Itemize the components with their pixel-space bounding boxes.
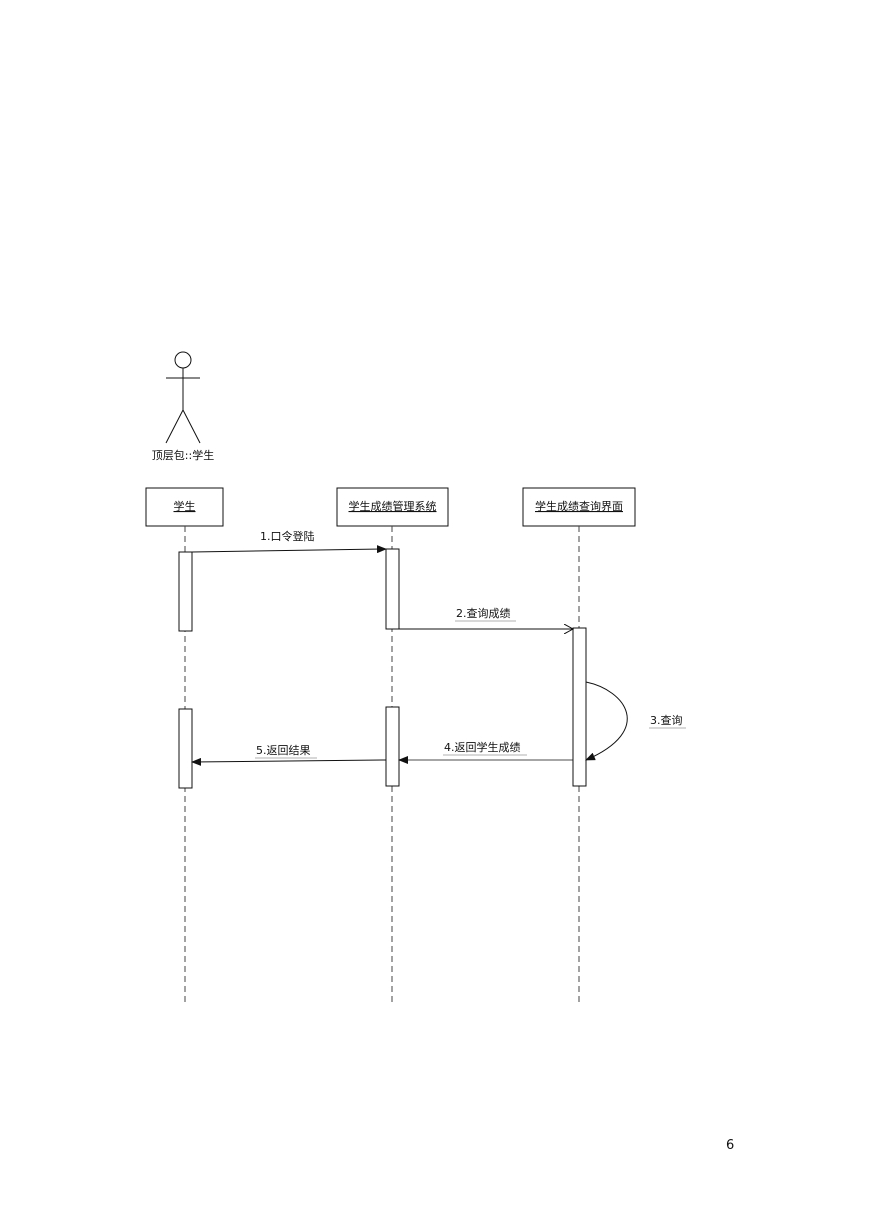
message-arrow-1 — [191, 545, 387, 554]
activation-system-1 — [385, 548, 400, 630]
actor-figure — [165, 351, 201, 444]
activation-student-2 — [178, 708, 193, 789]
object-label-system: 学生成绩管理系统 — [349, 499, 437, 513]
object-box-system — [336, 487, 449, 527]
message-label-4: 4.返回学生成绩 — [444, 740, 521, 754]
message-label-5: 5.返回结果 — [256, 744, 311, 757]
object-box-ui — [522, 487, 636, 527]
actor-label: 顶层包::学生 — [152, 448, 214, 462]
activation-system-2 — [385, 706, 400, 787]
object-label-student: 学生 — [174, 499, 196, 513]
message-arrow-3 — [585, 681, 628, 761]
activation-ui-1 — [572, 627, 587, 787]
object-label-ui: 学生成绩查询界面 — [535, 499, 623, 513]
message-label-1: 1.口令登陆 — [260, 529, 315, 543]
page-number: 6 — [726, 1138, 735, 1153]
message-arrow-5 — [191, 757, 387, 766]
message-label-2: 2.查询成绩 — [456, 606, 511, 620]
message-label-3: 3.查询 — [650, 713, 683, 727]
activation-student-1 — [178, 551, 193, 632]
object-box-student — [145, 487, 224, 527]
